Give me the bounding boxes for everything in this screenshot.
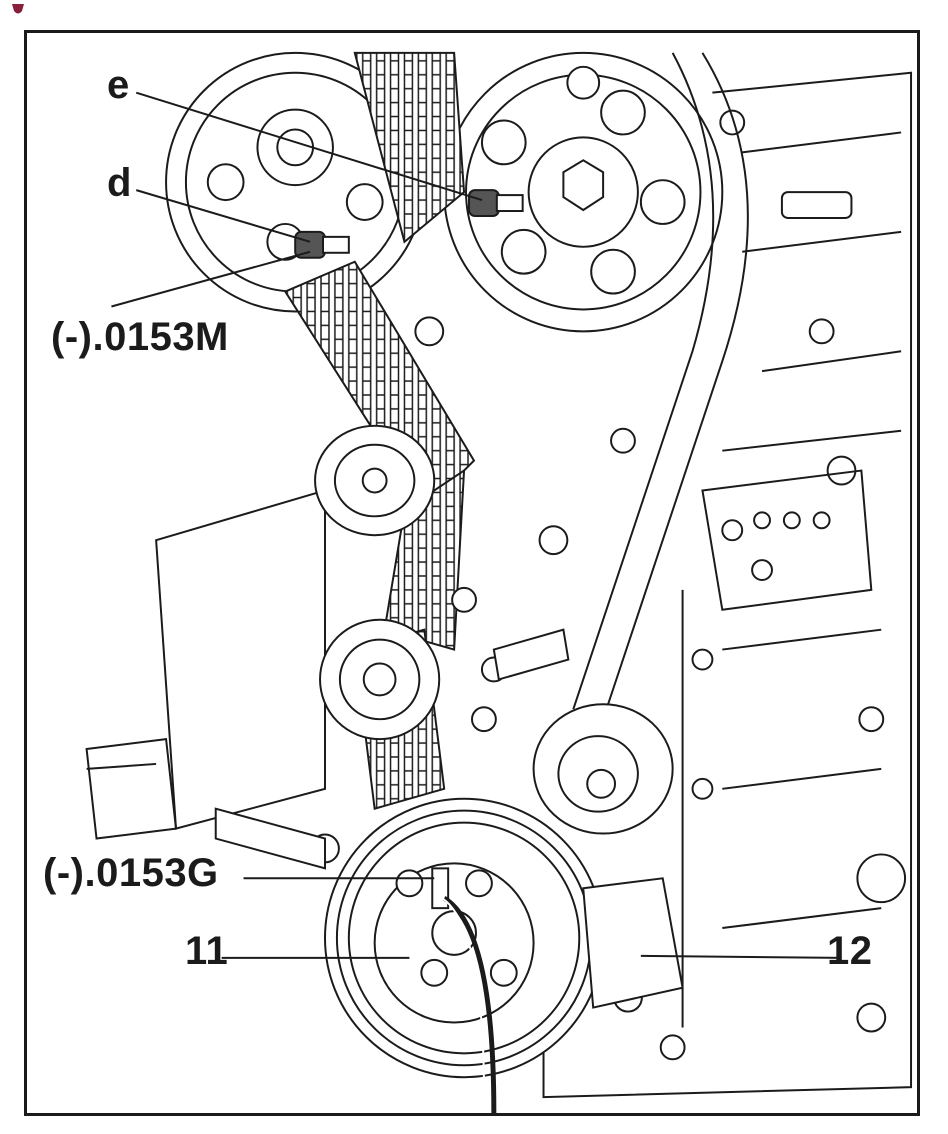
callout-d: d <box>107 161 132 205</box>
diagram-frame: e d (-).0153M (-).0153G 11 12 <box>24 30 920 1116</box>
leader-lines <box>111 91 842 959</box>
belt-tensioner <box>532 703 674 835</box>
callout-e: e <box>107 63 130 107</box>
spacer-rod <box>492 628 570 681</box>
locking-pin-e <box>468 189 524 217</box>
idler-pulley <box>314 424 436 537</box>
cam-sprocket-right <box>443 51 724 333</box>
engine-block <box>542 71 913 1099</box>
callout-11: 11 <box>185 929 229 973</box>
engine-timing-illustration <box>85 51 913 1113</box>
crank-sprocket <box>319 618 441 741</box>
timing-cover-plate <box>85 489 326 840</box>
locking-pin-d <box>294 230 350 259</box>
cam-sprocket-left <box>165 51 426 313</box>
corner-mark-icon <box>12 4 24 14</box>
callout-pin-0153g: (-).0153G <box>43 851 219 895</box>
locking-pin-g <box>431 867 497 1113</box>
belt-return-span <box>572 52 749 720</box>
support-bar <box>214 807 326 870</box>
crankshaft-pulley <box>323 797 605 1079</box>
callout-12: 12 <box>827 929 873 973</box>
callout-pin-0153m: (-).0153M <box>51 315 229 359</box>
pulley-flange-12 <box>582 877 684 1009</box>
